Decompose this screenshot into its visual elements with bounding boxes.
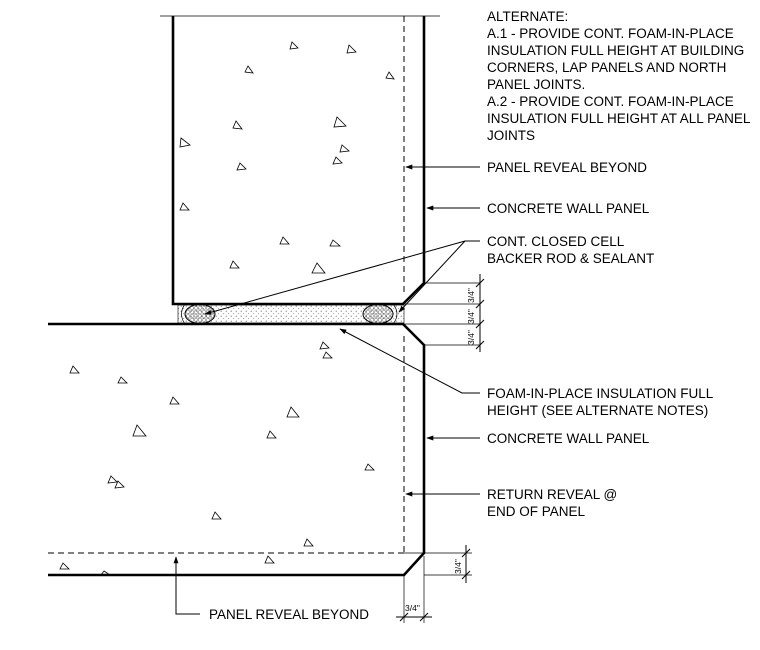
alternate-line-6: INSULATION FULL HEIGHT AT ALL PANEL [487, 111, 751, 126]
corner-dimension-horizontal: 3/4" [396, 556, 432, 623]
dim-label-2: 3/4" [466, 309, 476, 324]
backer-rod-left [181, 303, 216, 325]
corner-dimension-vertical: 3/4" [404, 545, 472, 583]
upper-concrete-panel [171, 16, 426, 306]
joint-dimension-string: 3/4" 3/4" 3/4" [466, 274, 485, 352]
callout-panel-reveal-bottom: PANEL REVEAL BEYOND [209, 607, 369, 622]
callout-foam-line-1: FOAM-IN-PLACE INSULATION FULL [487, 386, 714, 401]
callout-return-reveal-line-1: RETURN REVEAL @ [487, 487, 617, 502]
dim-label-5: 3/4" [405, 603, 420, 613]
dim-label-1: 3/4" [466, 288, 476, 303]
dim-label-4: 3/4" [453, 559, 463, 574]
alternate-line-3: CORNERS, LAP PANELS AND NORTH [487, 60, 726, 75]
alternate-line-1: A.1 - PROVIDE CONT. FOAM-IN-PLACE [487, 26, 734, 41]
callout-concrete-panel-bottom: CONCRETE WALL PANEL [487, 431, 650, 446]
callout-foam-line-2: HEIGHT (SEE ALTERNATE NOTES) [487, 403, 708, 418]
lower-concrete-panel [48, 322, 426, 577]
leaders [173, 164, 480, 615]
callout-panel-reveal-top: PANEL REVEAL BEYOND [487, 160, 647, 175]
callout-return-reveal-line-2: END OF PANEL [487, 504, 586, 519]
alternate-title: ALTERNATE: [487, 9, 568, 24]
callout-backer-rod-line-1: CONT. CLOSED CELL [487, 234, 625, 249]
alternate-line-4: PANEL JOINTS. [487, 77, 585, 92]
alternate-line-2: INSULATION FULL HEIGHT AT BUILDING [487, 43, 744, 58]
alternate-line-5: A.2 - PROVIDE CONT. FOAM-IN-PLACE [487, 94, 734, 109]
alternate-notes: ALTERNATE: A.1 - PROVIDE CONT. FOAM-IN-P… [487, 9, 751, 143]
lower-panel-aggregate [59, 341, 375, 576]
callout-labels: PANEL REVEAL BEYOND CONCRETE WALL PANEL … [209, 160, 714, 622]
callout-concrete-panel-top: CONCRETE WALL PANEL [487, 201, 650, 216]
alternate-line-7: JOINTS [487, 128, 535, 143]
dim-label-3: 3/4" [466, 330, 476, 345]
callout-backer-rod-line-2: BACKER ROD & SEALANT [487, 251, 654, 266]
upper-panel-aggregate [179, 41, 395, 274]
